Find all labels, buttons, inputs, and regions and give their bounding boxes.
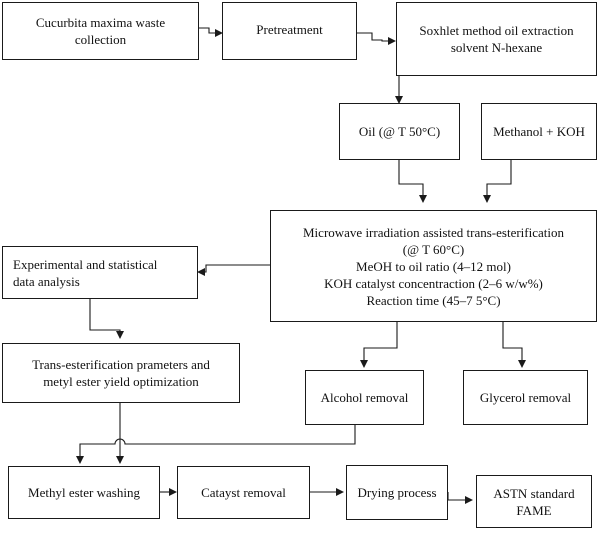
arrow-alcohol-to-washing [76,425,356,464]
node-collection: Cucurbita maxima waste collection [2,2,199,60]
arrow-drying-to-fame [447,492,473,504]
node-optimization: Trans-esterification prameters and metyl … [2,343,240,403]
node-label-line: Experimental and statistical [13,256,158,272]
node-pretreatment: Pretreatment [222,2,357,60]
node-label-line: (@ T 60°C) [402,241,465,257]
arrow-microwave-to-analysis [197,264,270,276]
node-label-line: Cucurbita maxima waste [35,15,166,30]
node-label-line: Methyl ester washing [28,485,140,500]
node-label-line: MeOH to oil ratio (4–12 mol) [356,258,511,274]
node-label-line: Reaction time (45–7 5°C) [366,292,501,308]
arrow-methanol-to-microwave [483,160,512,203]
node-label-line: data analysis [13,273,80,289]
node-glycerol: Glycerol removal [463,370,588,425]
arrow-microwave-to-glycerol [502,322,526,368]
node-label-line: Pretreatment [256,22,323,37]
node-label-line: Methanol + KOH [493,124,585,139]
arrow-pretreatment-to-soxhlet [357,32,396,45]
node-label-line: Glycerol removal [479,390,572,405]
node-washing: Methyl ester washing [8,466,160,519]
node-label-line: metyl ester yield optimization [43,374,199,389]
node-label-line: Catayst removal [201,485,286,500]
node-soxhlet: Soxhlet method oil extraction solvent N-h… [396,2,597,76]
node-label-line: Drying process [357,485,437,500]
node-label-line: FAME [516,502,552,518]
node-label-line: solvent N-hexane [450,40,543,55]
node-label-line: Microwave irradiation assisted trans-est… [303,224,564,240]
arrow-analysis-to-optimization [89,299,124,339]
node-methanol: Methanol + KOH [481,103,597,160]
node-oil: Oil (@ T 50°C) [339,103,460,160]
arrow-collection-to-pretreatment [199,27,223,37]
node-catalyst: Catayst removal [177,466,310,519]
node-label-line: Alcohol removal [320,390,409,405]
node-alcohol: Alcohol removal [305,370,424,425]
node-drying: Drying process [346,465,448,520]
node-label-line: Soxhlet method oil extraction [419,23,574,38]
arrow-microwave-to-alcohol [360,322,398,368]
node-label-line: collection [74,32,127,47]
node-label-line: Oil (@ T 50°C) [358,124,441,139]
node-microwave: Microwave irradiation assisted trans-est… [270,210,597,322]
node-label-line: Trans-esterification prameters and [32,357,210,372]
arrow-oil-to-microwave [398,160,427,203]
node-label-line: ASTN standard [493,485,575,501]
node-label-line: KOH catalyst concentraction (2–6 w/w%) [324,275,543,291]
